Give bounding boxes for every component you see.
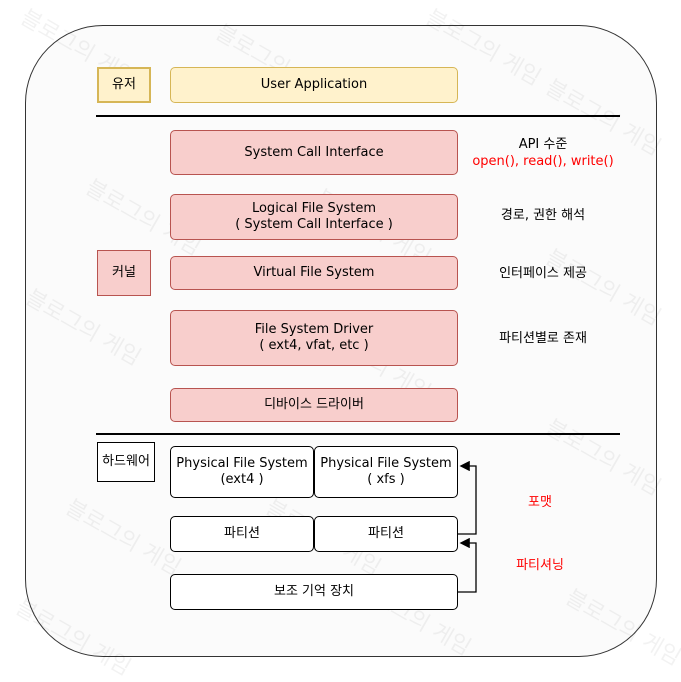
api-functions-label: open(), read(), write()	[472, 154, 614, 169]
logical-file-system-box: Logical File System ( System Call Interf…	[170, 194, 458, 240]
per-partition-label: 파티션별로 존재	[499, 330, 587, 346]
virtual-file-system-box: Virtual File System	[170, 256, 458, 290]
device-driver-label: 디바이스 드라이버	[264, 397, 364, 412]
logical-file-system-label: Logical File System	[251, 201, 377, 216]
partition-right-label: 파티션	[368, 526, 404, 541]
format-arrow	[458, 460, 477, 535]
file-system-driver-box: File System Driver ( ext4, vfat, etc )	[170, 310, 458, 366]
file-system-driver-sublabel: ( ext4, vfat, etc )	[259, 338, 369, 353]
format-note: 포맷	[500, 493, 580, 511]
physical-file-system-ext4-label: Physical File System	[176, 456, 308, 471]
hardware-layer-label: 하드웨어	[97, 442, 155, 482]
partition-right-box: 파티션	[314, 516, 458, 552]
storage-box: 보조 기억 장치	[170, 574, 458, 610]
format-label: 포맷	[528, 494, 552, 510]
api-level-note: API 수준 open(), read(), write()	[468, 135, 618, 171]
user-application-box: User Application	[170, 67, 458, 103]
partition-left-label: 파티션	[224, 526, 260, 541]
path-permission-note: 경로, 권한 해석	[468, 206, 618, 224]
per-partition-note: 파티션별로 존재	[468, 329, 618, 347]
logical-file-system-sublabel: ( System Call Interface )	[235, 217, 393, 232]
storage-label: 보조 기억 장치	[273, 584, 355, 599]
interface-label: 인터페이스 제공	[499, 265, 587, 281]
interface-note: 인터페이스 제공	[468, 264, 618, 282]
physical-file-system-xfs-box: Physical File System ( xfs )	[314, 446, 458, 498]
partition-left-box: 파티션	[170, 516, 314, 552]
physical-file-system-ext4-sublabel: (ext4 )	[220, 472, 264, 487]
file-system-driver-label: File System Driver	[254, 322, 374, 337]
physical-file-system-xfs-sublabel: ( xfs )	[367, 472, 405, 487]
physical-file-system-ext4-box: Physical File System (ext4 )	[170, 446, 314, 498]
device-driver-box: 디바이스 드라이버	[170, 388, 458, 422]
kernel-layer-text: 커널	[112, 265, 136, 280]
hardware-layer-text: 하드웨어	[102, 454, 150, 469]
partitioning-note: 파티셔닝	[500, 556, 580, 574]
user-layer-label: 유저	[97, 67, 151, 103]
user-kernel-divider	[96, 115, 620, 117]
kernel-layer-label: 커널	[97, 250, 151, 296]
system-call-interface-box: System Call Interface	[170, 130, 458, 175]
physical-file-system-xfs-label: Physical File System	[320, 456, 452, 471]
kernel-hardware-divider	[96, 433, 620, 435]
virtual-file-system-label: Virtual File System	[253, 265, 375, 280]
user-layer-text: 유저	[112, 77, 136, 92]
system-call-interface-label: System Call Interface	[244, 144, 384, 160]
user-application-label: User Application	[260, 77, 368, 92]
path-permission-label: 경로, 권한 해석	[500, 207, 586, 223]
api-level-label: API 수준	[518, 137, 568, 152]
partitioning-arrow	[458, 537, 477, 593]
partitioning-label: 파티셔닝	[516, 557, 564, 573]
